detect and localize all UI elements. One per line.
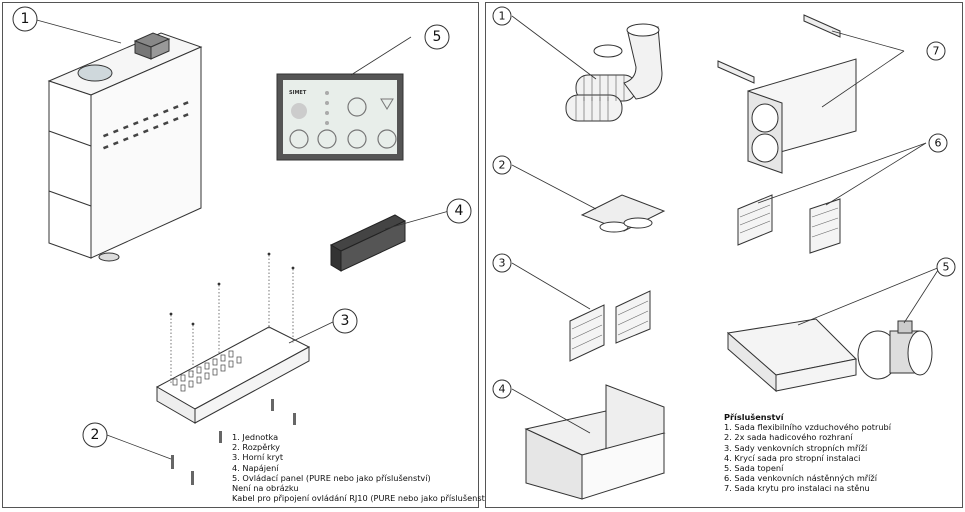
legend-item: 7. Sada krytu pro instalaci na stěnu <box>724 483 870 494</box>
callout-4-circle <box>446 198 472 224</box>
legend-item: 1. Jednotka <box>232 432 279 442</box>
r-callout-7-circle <box>926 41 946 61</box>
r-callout-6-circle <box>928 133 948 153</box>
legend-item: Kabel pro připojení ovládání RJ10 (PURE … <box>232 493 496 504</box>
legend-item: 3. Horní kryt <box>232 452 284 463</box>
legend-item: 5. Sada topení <box>724 463 784 474</box>
legend-title: Příslušenství <box>724 412 784 422</box>
legend-item: 5. Ovládací panel (PURE nebo jako příslu… <box>232 472 431 483</box>
legend-item: 4. Krycí sada pro stropní instalaci <box>724 452 861 463</box>
heating-set-drawing <box>726 318 933 393</box>
callout-3: 3 <box>341 313 350 329</box>
right-panel: 1 7 2 <box>485 2 963 508</box>
r-callout-5-circle <box>936 257 956 277</box>
callout-2-circle <box>82 422 108 448</box>
power-supply-drawing <box>329 214 407 272</box>
ceiling-grilles-drawing <box>569 290 651 362</box>
r-callout-3-circle <box>492 253 512 273</box>
legend-item: 3. Sady venkovních stropních mříží <box>724 442 868 453</box>
legend-item: Není na obrázku <box>232 483 299 494</box>
hose-interface-drawing <box>580 194 666 233</box>
top-cover-drawing <box>155 326 311 424</box>
callout-4: 4 <box>455 203 464 219</box>
r-callout-4-circle <box>492 379 512 399</box>
right-drawing: 1 7 2 <box>492 6 956 500</box>
right-legend: Příslušenství 1. Sada flexibilního vzduc… <box>724 412 891 494</box>
screw-guides <box>170 255 294 383</box>
unit-drawing <box>47 32 203 262</box>
left-drawing: 1 SIMET 5 <box>12 6 472 485</box>
legend-item: 1. Sada flexibilního vzduchového potrubí <box>724 422 891 433</box>
wall-cover-drawing <box>717 14 857 174</box>
wall-grilles-drawing <box>737 194 841 254</box>
control-panel-drawing: SIMET <box>276 73 404 161</box>
r-callout-5: 5 <box>943 261 950 274</box>
control-panel-logo: SIMET <box>289 90 307 96</box>
legend-item: 2. 2x sada hadicového rozhraní <box>724 432 853 443</box>
r-callout-7: 7 <box>933 45 940 58</box>
callout-3-circle <box>332 308 358 334</box>
ceiling-cover-drawing <box>524 384 666 500</box>
spacers-drawing <box>171 399 296 485</box>
r-callout-2: 2 <box>499 159 506 172</box>
legend-item: 2. Rozpěrky <box>232 442 280 453</box>
callout-1: 1 <box>21 11 30 27</box>
callout-5-circle <box>424 24 450 50</box>
legend-item: 6. Sada venkovních nástěnných mříží <box>724 473 878 484</box>
r-callout-1-circle <box>492 6 512 26</box>
r-callout-6: 6 <box>935 137 942 150</box>
r-callout-1: 1 <box>499 10 506 23</box>
left-legend: 1. Jednotka 2. Rozpěrky 3. Horní kryt 4.… <box>232 432 495 503</box>
callout-2: 2 <box>91 427 100 443</box>
legend-item: 4. Napájení <box>232 462 279 473</box>
callout-1-circle <box>12 6 38 32</box>
r-callout-4: 4 <box>499 383 506 396</box>
callout-5: 5 <box>433 29 442 45</box>
left-panel: 1 SIMET 5 <box>2 2 495 508</box>
flexible-duct-drawing <box>565 23 663 122</box>
r-callout-2-circle <box>492 155 512 175</box>
r-callout-3: 3 <box>499 257 506 270</box>
